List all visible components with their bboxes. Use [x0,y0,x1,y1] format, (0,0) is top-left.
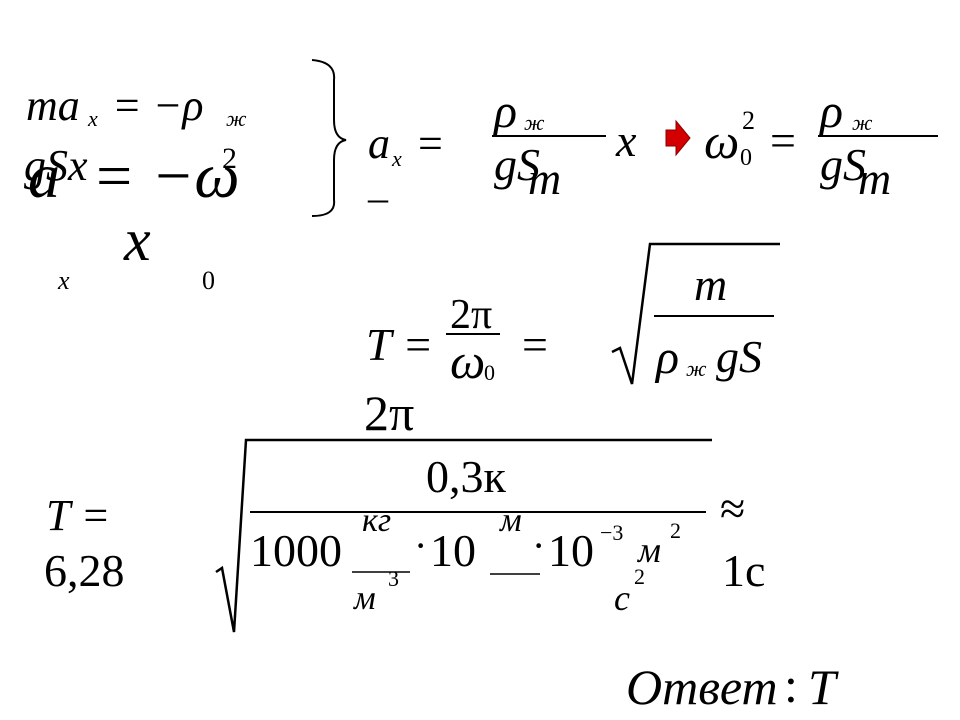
f2-sub-x: x [58,266,70,295]
f6-m3: м [354,580,376,617]
answer-colon: : [784,657,798,713]
f6-m-unit: м [500,502,522,539]
f3-m: m [528,153,562,204]
f5-2pi-num: 2π [450,292,493,338]
f1-eq-minus-rho: = −ρ [112,81,204,130]
f4-rho: ρ [820,85,844,138]
f5-eq2: = [522,319,548,370]
f6-exp: −3 [600,520,624,545]
f3-sub-x: x [392,146,402,171]
f6-den-1000: 1000 [250,525,342,576]
f6-c: с [614,578,630,618]
f5-2pi: 2π [364,385,415,441]
f6-T-eq: T = [46,491,111,540]
f2-x: x [124,207,151,273]
sqrt-sign-T [611,242,780,385]
f1-lhs: ma [26,81,80,130]
answer-label: Ответ [626,659,778,715]
f2-a: a [28,140,60,211]
f5-omega: ω [450,333,486,389]
f5-gS: gS [716,331,762,382]
f6-kg: кг [362,502,392,539]
arrow-right-icon [665,119,691,157]
system-brace [311,59,347,217]
f3-x: x [616,115,637,166]
f5-rho: ρ [656,331,680,384]
f3-eq: = [418,119,443,168]
f4-sup2: 2 [742,106,755,135]
answer-T: T [808,659,836,715]
f2-eq-minus-omega: = −ω [92,140,240,211]
f5-T-eq: T = [366,319,434,370]
sqrt-sign-value [215,438,712,633]
f4-omega: ω [704,113,740,169]
f2-sub-0: 0 [202,266,215,295]
f4-m: m [858,153,892,204]
f6-m2: м [638,530,661,570]
f5-sub0: 0 [484,360,495,385]
f4-sub-zh: ж [852,110,873,135]
f2-sup2: 2 [222,142,237,175]
f3-minus: – [368,175,388,220]
f4-sub0: 0 [740,145,752,171]
f4-eq: = [770,115,796,166]
f6-sup2m: 2 [670,518,681,543]
f5-sub-zh: ж [686,356,707,381]
f6-sup3: 3 [388,566,399,591]
f6-dot1: · [414,523,428,568]
f1-sub-zh: ж [226,106,247,131]
f3-a: a [368,119,390,168]
f6-result: 1с [722,545,766,596]
f3-rho: ρ [494,85,518,138]
f6-dot2: · [532,523,546,568]
f6-num: 0,3к [426,451,506,502]
f1-gSx: gSx [24,141,88,190]
f6-ten: 10 [430,525,476,576]
f3-gS: gS [494,139,540,190]
f6-sup2c: 2 [634,564,645,589]
f1-sub-x: x [88,106,98,131]
f6-approx: ≈ [720,483,746,534]
f6-value: 6,28 [44,545,125,596]
f5-m: m [694,259,728,310]
f4-gS: gS [820,139,866,190]
f3-sub-zh: ж [524,110,545,135]
f6-ten-exp: 10 [548,525,594,576]
